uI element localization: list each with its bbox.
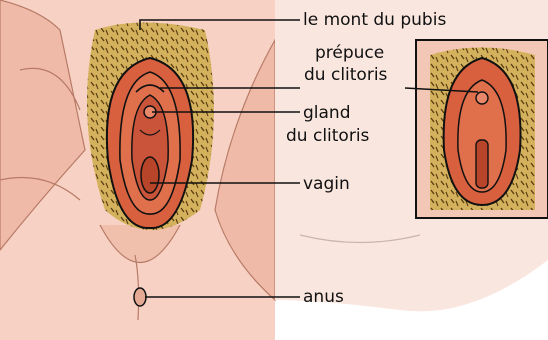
label-glans-line1: gland — [303, 103, 351, 123]
label-glans-line2: du clitoris — [286, 126, 370, 146]
vulva — [107, 58, 193, 228]
label-vagina: vagin — [303, 174, 350, 194]
label-mons: le mont du pubis — [303, 10, 446, 30]
vaginal-opening — [141, 157, 159, 193]
label-prepuce-line2: du clitoris — [304, 65, 388, 85]
label-prepuce-line1: prépuce — [315, 43, 384, 63]
inset-detail — [416, 40, 548, 218]
label-anus: anus — [303, 287, 344, 307]
